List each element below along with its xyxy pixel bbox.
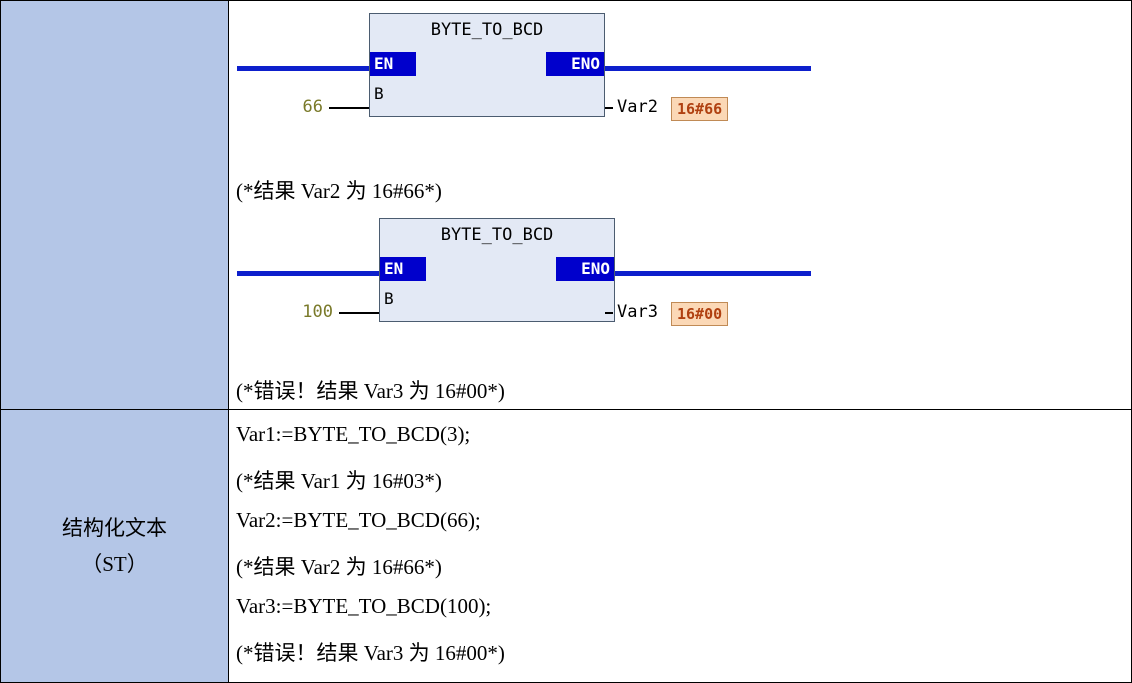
- block-title: BYTE_TO_BCD: [430, 20, 544, 40]
- st-code-line: (*结果 Var2 为 16#66*): [236, 555, 442, 579]
- output-wire: [605, 312, 613, 314]
- output-variable[interactable]: Var3: [617, 302, 658, 322]
- power-rail-in: [237, 66, 377, 71]
- st-code-line: Var1:=BYTE_TO_BCD(3);: [236, 422, 471, 446]
- fbd-diagram-1: BYTE_TO_BCD EN ENO B 66 Var2 16#66: [229, 1, 849, 141]
- fbd-comment-2: (*错误！结果 Var3 为 16#00*): [236, 379, 505, 403]
- fbd-label-cell: [0, 0, 229, 410]
- st-code-line: (*结果 Var1 为 16#03*): [236, 469, 442, 493]
- input-value[interactable]: 66: [302, 97, 323, 117]
- output-variable[interactable]: Var2: [617, 97, 658, 117]
- input-pin-label: B: [374, 84, 384, 103]
- output-monitor-value: 16#66: [671, 97, 729, 121]
- power-rail-out: [599, 271, 811, 276]
- st-label-line2: （ST）: [81, 552, 148, 576]
- function-block[interactable]: BYTE_TO_BCD EN ENO B: [379, 218, 615, 322]
- power-rail-out: [599, 66, 811, 71]
- output-wire: [605, 107, 613, 109]
- fbd-diagram-2: BYTE_TO_BCD EN ENO B 100 Var3 16#00: [229, 206, 849, 346]
- function-block[interactable]: BYTE_TO_BCD EN ENO B: [369, 13, 605, 117]
- st-row: 结构化文本 （ST） Var1:=BYTE_TO_BCD(3); (*结果 Va…: [0, 409, 1132, 683]
- input-wire: [329, 107, 369, 109]
- input-wire: [339, 312, 379, 314]
- st-content-cell: Var1:=BYTE_TO_BCD(3); (*结果 Var1 为 16#03*…: [228, 409, 1132, 683]
- power-rail-in: [237, 271, 387, 276]
- en-pin: EN: [380, 257, 426, 281]
- eno-pin: ENO: [556, 257, 614, 281]
- fbd-content-cell: BYTE_TO_BCD EN ENO B 66 Var2 16#66 (*结果 …: [228, 0, 1132, 410]
- fbd-comment-1: (*结果 Var2 为 16#66*): [236, 179, 442, 203]
- st-label-cell: 结构化文本 （ST）: [0, 409, 229, 683]
- st-code-line: Var3:=BYTE_TO_BCD(100);: [236, 594, 492, 618]
- en-pin: EN: [370, 52, 416, 76]
- input-value[interactable]: 100: [302, 302, 333, 322]
- st-code-line: (*错误！结果 Var3 为 16#00*): [236, 641, 505, 665]
- eno-pin: ENO: [546, 52, 604, 76]
- st-label-line1: 结构化文本: [62, 516, 167, 540]
- output-monitor-value: 16#00: [671, 302, 729, 326]
- fbd-row: BYTE_TO_BCD EN ENO B 66 Var2 16#66 (*结果 …: [0, 0, 1132, 410]
- input-pin-label: B: [384, 289, 394, 308]
- st-code-line: Var2:=BYTE_TO_BCD(66);: [236, 508, 481, 532]
- block-title: BYTE_TO_BCD: [440, 225, 554, 245]
